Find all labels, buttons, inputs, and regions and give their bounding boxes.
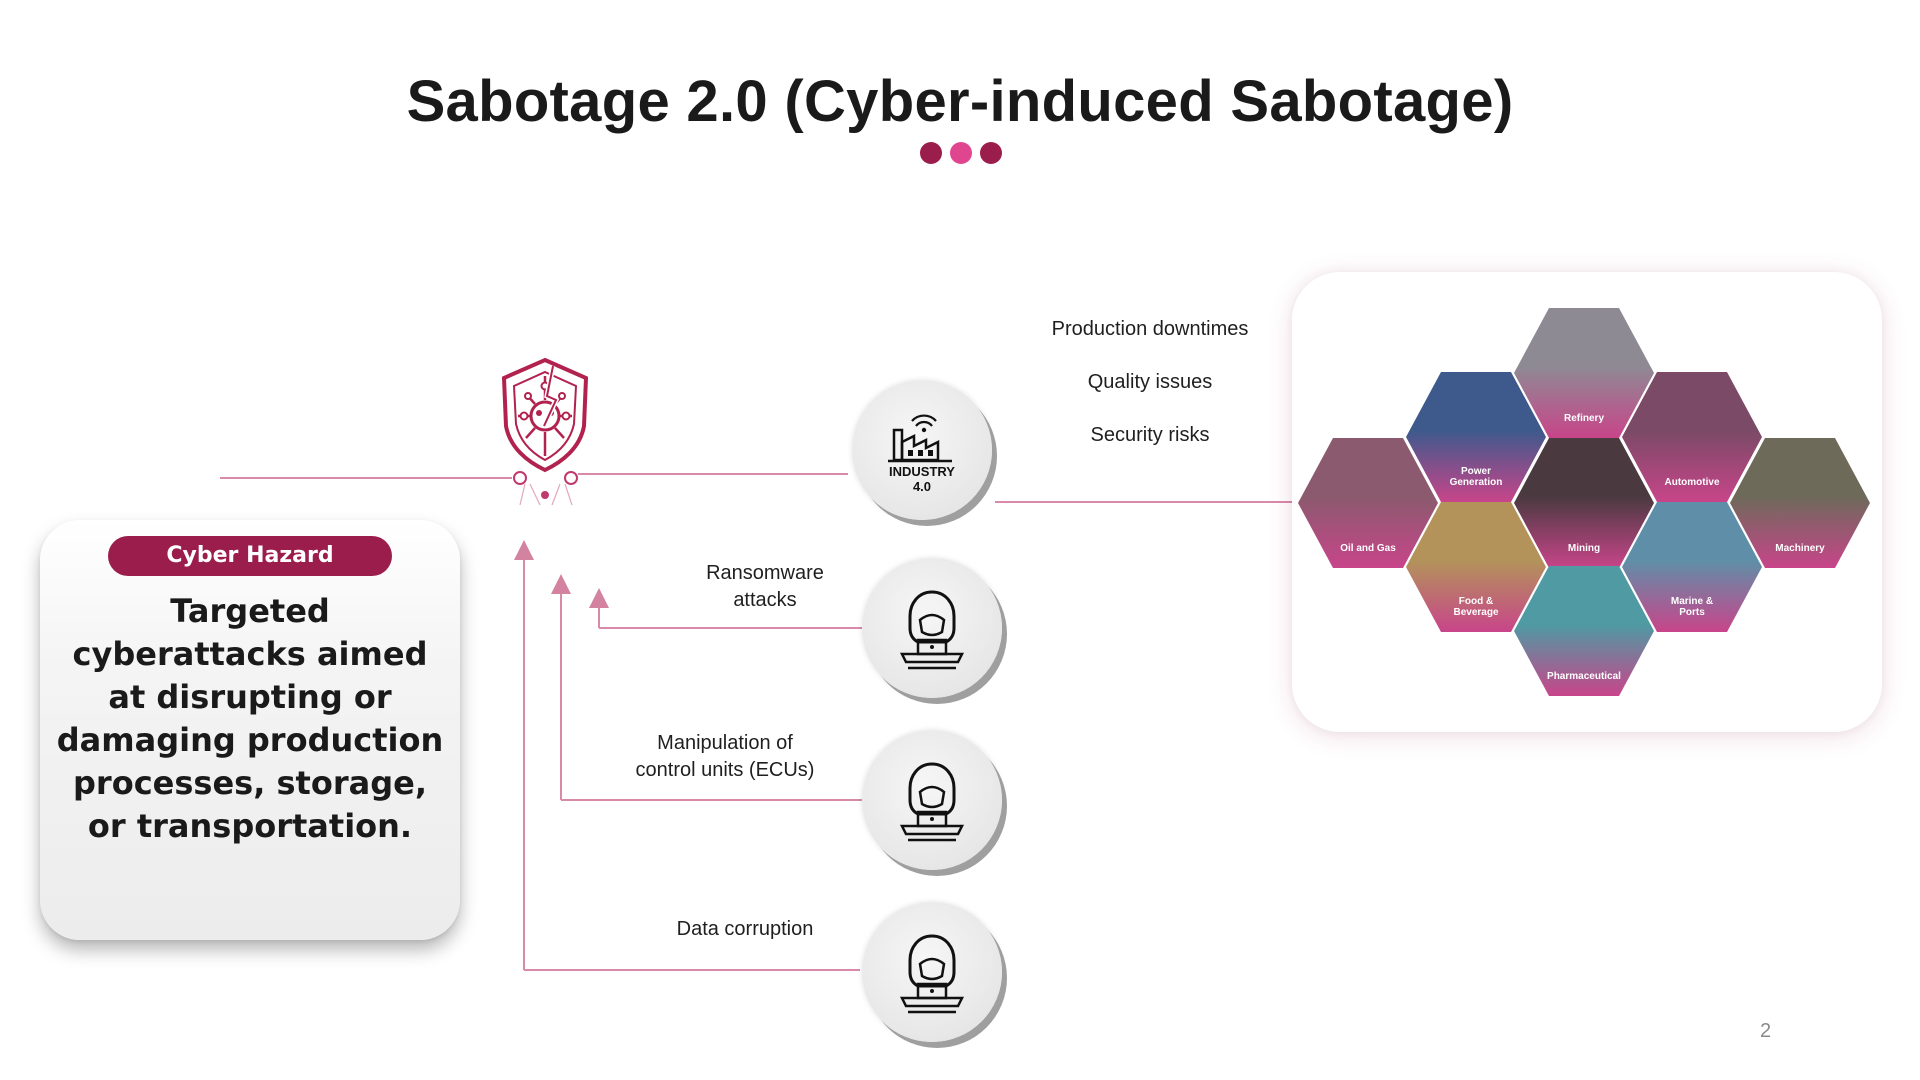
attack-label-line: control units (ECUs) xyxy=(635,759,815,781)
sector-hex: Oil and Gas xyxy=(1298,438,1438,568)
attack-label-line: Manipulation of xyxy=(657,732,793,754)
ecu-manipulation-circle xyxy=(862,730,1002,870)
sector-hex: Automotive xyxy=(1622,372,1762,502)
industry-label: INDUSTRY 4.0 xyxy=(852,464,992,494)
data-corruption-circle xyxy=(862,902,1002,1042)
cyber-hazard-badge: Cyber Hazard xyxy=(108,536,392,576)
attack-label-line: attacks xyxy=(733,589,797,611)
industry-label-line1: INDUSTRY xyxy=(889,464,955,479)
attack-label-ecu: Manipulation of control units (ECUs) xyxy=(610,730,840,784)
cyber-hazard-card: Cyber Hazard Targeted cyberattacks aimed… xyxy=(40,520,460,940)
attack-label-line: Ransomware xyxy=(706,562,824,584)
virus-shield-icon xyxy=(498,356,592,476)
impact-production-downtimes: Production downtimes xyxy=(1051,318,1249,340)
cyber-hazard-description: Targeted cyberattacks aimed at disruptin… xyxy=(56,592,444,845)
sector-hex: Mining xyxy=(1514,438,1654,568)
title-dot xyxy=(980,142,1002,164)
title-dot xyxy=(950,142,972,164)
sector-hex: Pharmaceutical xyxy=(1514,566,1654,696)
impact-quality-issues: Quality issues xyxy=(1087,371,1213,393)
attack-label-ransomware: Ransomware attacks xyxy=(660,560,870,614)
sector-hex: Refinery xyxy=(1514,308,1654,438)
hacker-icon xyxy=(899,590,965,670)
page-number: 2 xyxy=(1760,1020,1772,1042)
smart-factory-icon xyxy=(888,414,952,463)
hacker-icon xyxy=(899,934,965,1014)
title-dot xyxy=(920,142,942,164)
sector-hex: Marine &Ports xyxy=(1622,502,1762,632)
attack-label-data-corruption: Data corruption xyxy=(640,916,850,943)
title-dots xyxy=(920,142,1002,166)
node-right xyxy=(564,471,578,485)
slide-title: Sabotage 2.0 (Cyber-induced Sabotage) xyxy=(406,69,1514,134)
hacker-icon xyxy=(899,762,965,842)
node-left xyxy=(513,471,527,485)
sector-hex: Food &Beverage xyxy=(1406,502,1546,632)
ransomware-circle xyxy=(862,558,1002,698)
node-center xyxy=(541,491,549,499)
industry-label-line2: 4.0 xyxy=(912,479,932,494)
impact-security-risks: Security risks xyxy=(1090,424,1210,446)
sector-hex: Machinery xyxy=(1730,438,1870,568)
attack-label-line: Data corruption xyxy=(676,918,814,940)
industry-circle: INDUSTRY 4.0 xyxy=(852,380,992,520)
